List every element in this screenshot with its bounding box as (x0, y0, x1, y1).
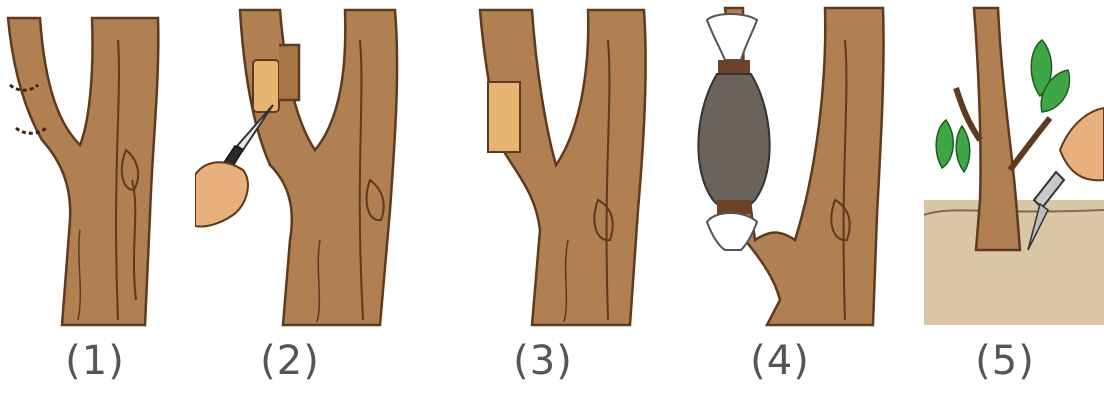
step-label: (4) (685, 338, 875, 384)
step-5-panel: (5) (910, 0, 1100, 399)
step-label: (1) (0, 338, 190, 384)
step-1-panel: (1) (0, 0, 190, 399)
knife-peeling-bark-illustration (195, 0, 435, 330)
branch-with-bark-ring-removed-illustration (448, 0, 668, 330)
step-4-panel: (4) (685, 0, 875, 399)
step-3-panel: (3) (448, 0, 638, 399)
step-label: (2) (195, 338, 385, 384)
step-label: (3) (448, 338, 638, 384)
step-label: (5) (910, 338, 1100, 384)
step-2-panel: (2) (195, 0, 385, 399)
planting-rooted-branch-illustration (910, 0, 1104, 330)
branch-with-ring-marks-illustration (0, 0, 190, 330)
soil-wrap-bag-on-branch-illustration (685, 0, 905, 330)
